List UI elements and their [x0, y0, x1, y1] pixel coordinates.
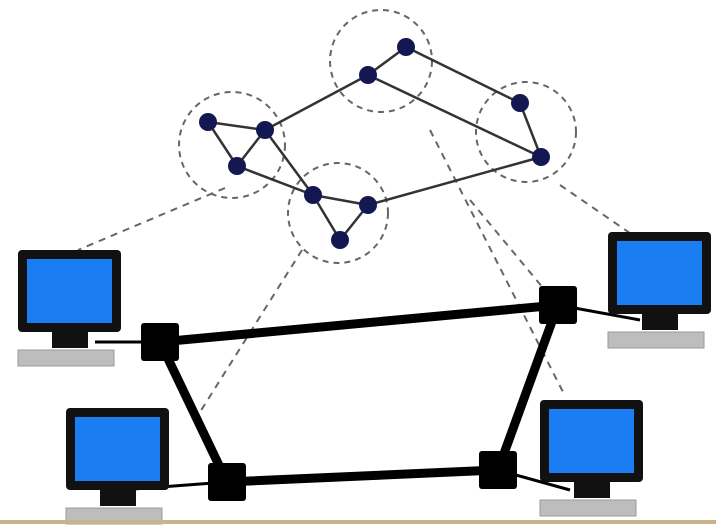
overlay-node-f [511, 94, 529, 112]
overlay-node-a [199, 113, 217, 131]
overlay-link-10 [312, 193, 369, 207]
overlay-node-i [359, 196, 377, 214]
mapping-line-4 [559, 184, 641, 241]
mapping-line-1 [77, 187, 226, 251]
overlay-cluster-rings [178, 9, 577, 264]
floor-line [0, 520, 716, 524]
overlay-link-14 [263, 129, 315, 196]
overlay-link-6 [405, 45, 521, 105]
overlay-link-9 [236, 164, 314, 197]
cluster-ring-3 [475, 81, 577, 183]
monitor-stand [100, 490, 136, 506]
overlay-node-c [228, 157, 246, 175]
monitor-stand [52, 332, 88, 348]
computer-2-desktop-computer-icon [65, 408, 169, 525]
monitor-screen [75, 417, 160, 481]
router-r3-router-box-icon [208, 463, 246, 501]
overlay-to-physical-mapping-lines [77, 129, 641, 421]
monitor-stand [574, 482, 610, 498]
physical-link-4 [492, 299, 564, 476]
cluster-ring-4 [287, 162, 389, 264]
computers [17, 232, 711, 525]
keyboard [17, 349, 115, 367]
overlay-link-7 [367, 73, 542, 159]
floor-line [0, 520, 716, 524]
cluster-ring-1 [178, 91, 286, 199]
monitor-screen [549, 409, 634, 473]
keyboard [539, 499, 637, 517]
overlay-link-4 [264, 73, 369, 132]
overlay-node-h [304, 186, 322, 204]
physical-link-1 [155, 300, 563, 347]
physical-link-2 [153, 335, 234, 489]
monitor-stand [642, 314, 678, 330]
overlay-node-b [256, 121, 274, 139]
computer-4-desktop-computer-icon [539, 400, 643, 517]
keyboard [607, 331, 705, 349]
overlay-link-8 [518, 102, 543, 158]
computer-3-desktop-computer-icon [607, 232, 711, 349]
overlay-link-13 [367, 155, 542, 207]
overlay-node-g [532, 148, 550, 166]
monitor-screen [27, 259, 112, 323]
overlay-nodes [199, 38, 550, 249]
monitor-screen [617, 241, 702, 305]
router-r1-router-box-icon [141, 323, 179, 361]
router-r2-router-box-icon [539, 286, 577, 324]
mapping-line-3 [429, 129, 564, 393]
overlay-node-d [359, 66, 377, 84]
computer-1-desktop-computer-icon [17, 250, 121, 367]
mapping-line-5 [469, 199, 554, 301]
overlay-node-j [331, 231, 349, 249]
router-r4-router-box-icon [479, 451, 517, 489]
physical-link-3 [222, 465, 503, 487]
overlay-link-1 [207, 120, 266, 132]
routers [141, 286, 577, 501]
overlay-node-e [397, 38, 415, 56]
